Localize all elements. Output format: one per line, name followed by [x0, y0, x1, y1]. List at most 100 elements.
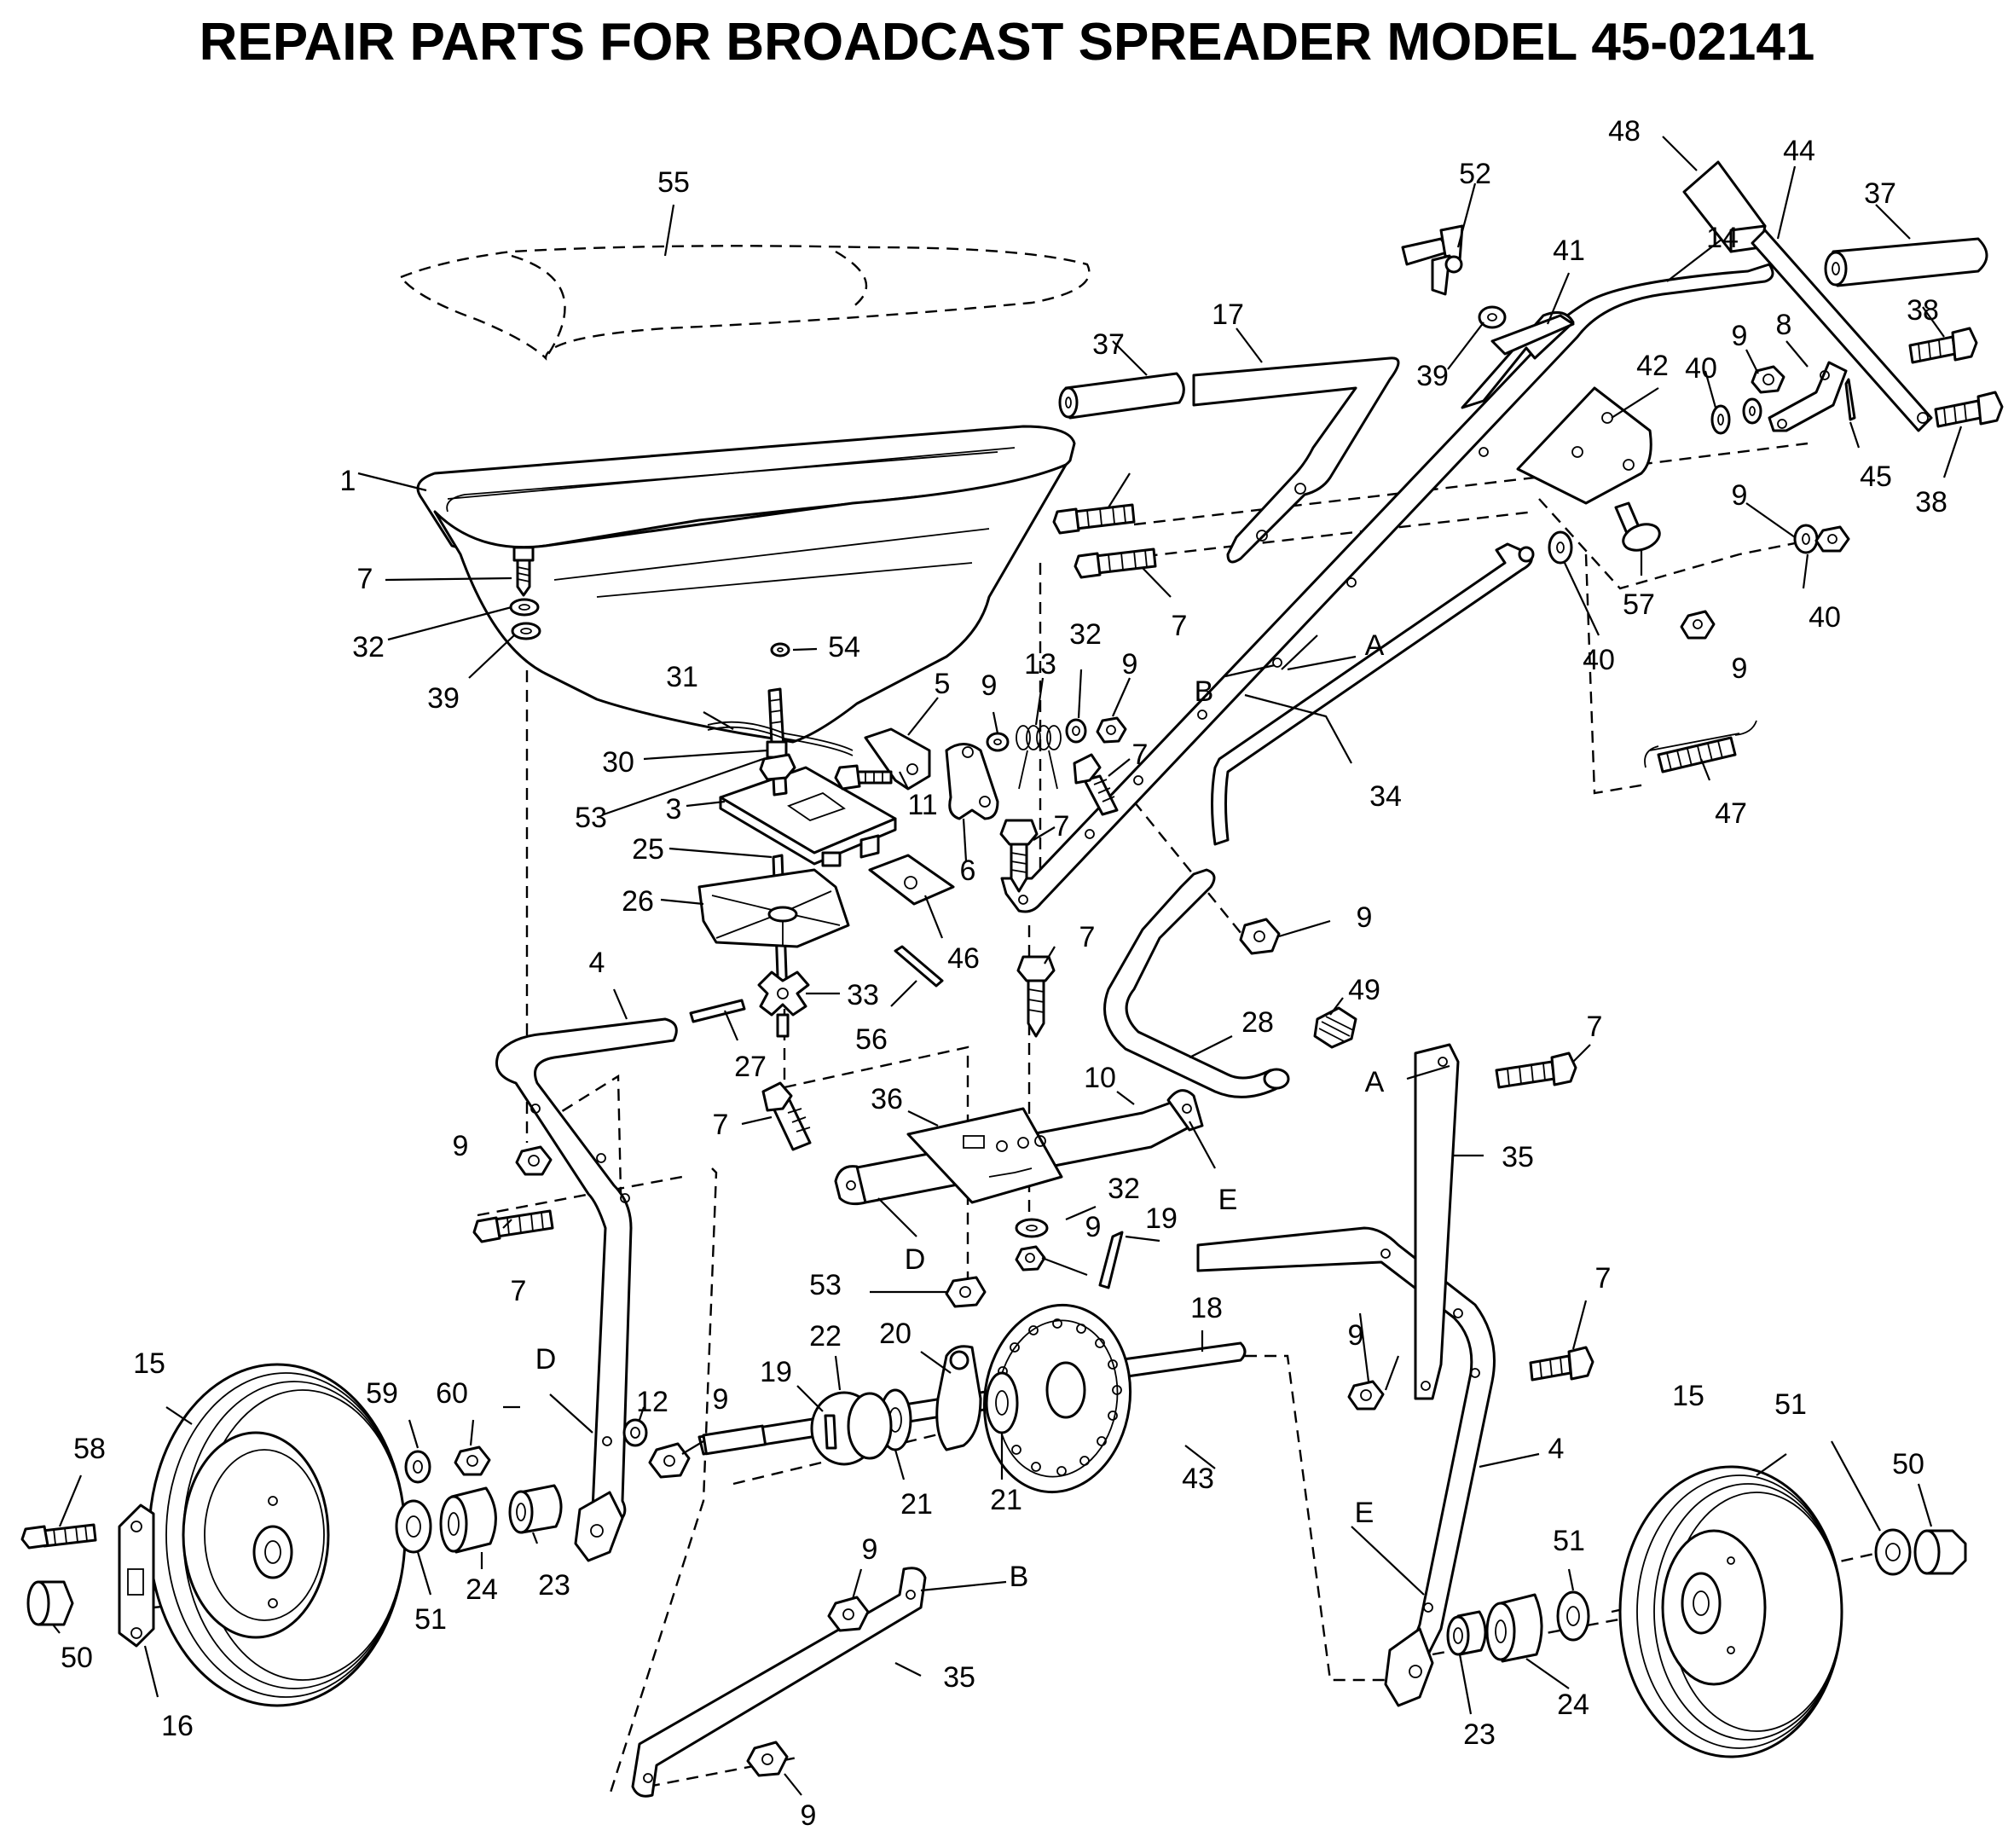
- callout-B: B: [1010, 1561, 1029, 1593]
- washer-51-left: [395, 1499, 432, 1554]
- nut-9-mid: [1680, 610, 1716, 640]
- pin-56: [894, 945, 944, 988]
- callout-39: 39: [1416, 360, 1449, 392]
- washer-32-lower: [1015, 1218, 1049, 1238]
- callout-9: 9: [1732, 479, 1748, 512]
- callout-7: 7: [1079, 921, 1096, 953]
- page-title: REPAIR PARTS FOR BROADCAST SPREADER MODE…: [199, 13, 1815, 72]
- callout-25: 25: [632, 833, 664, 866]
- callout-9: 9: [1348, 1319, 1364, 1352]
- callout-3: 3: [666, 793, 682, 826]
- callout-15: 15: [1672, 1380, 1704, 1412]
- callout-35: 35: [1502, 1141, 1534, 1173]
- callout-7: 7: [357, 563, 373, 595]
- callout-32: 32: [1108, 1173, 1140, 1205]
- pin-19-upper: [1098, 1231, 1124, 1289]
- washer-51-inner-right: [1556, 1590, 1590, 1642]
- callout-23: 23: [538, 1569, 570, 1602]
- callout-35: 35: [943, 1661, 975, 1694]
- hopper-bolt-7: [512, 546, 535, 597]
- hubcap-16: [118, 1503, 155, 1648]
- callout-39: 39: [427, 682, 460, 715]
- callout-9: 9: [1122, 648, 1138, 681]
- nut-9-strut-top: [827, 1596, 870, 1632]
- callout-40: 40: [1809, 601, 1841, 634]
- bolt-7-vertical-1: [999, 819, 1039, 893]
- callout-1: 1: [340, 465, 356, 497]
- bolt-7-upper-2: [1074, 547, 1157, 579]
- nut-9-mech: [1096, 716, 1127, 744]
- nut-60: [454, 1445, 491, 1476]
- callout-A: A: [1365, 629, 1385, 662]
- callout-50: 50: [61, 1642, 93, 1674]
- nut-9-right-leg: [1347, 1380, 1385, 1411]
- callout-41: 41: [1553, 235, 1585, 267]
- bolt-7-bar: [761, 1081, 812, 1151]
- callout-7: 7: [713, 1109, 729, 1141]
- callout-6: 6: [960, 854, 976, 887]
- callout-E: E: [1355, 1497, 1374, 1529]
- callout-14: 14: [1706, 222, 1739, 254]
- callout-37: 37: [1092, 328, 1125, 361]
- washer-40-mid: [1548, 530, 1573, 565]
- bracket-5: [864, 727, 931, 791]
- bracket-20: [935, 1345, 982, 1451]
- callout-16: 16: [161, 1710, 194, 1742]
- callout-19: 19: [1145, 1202, 1178, 1235]
- nut-9-upper: [1751, 365, 1785, 394]
- callout-9: 9: [1357, 901, 1373, 934]
- collar-21-right: [985, 1371, 1019, 1434]
- rod-28: [1103, 868, 1290, 1098]
- callout-40: 40: [1685, 352, 1717, 385]
- callout-27: 27: [734, 1051, 767, 1083]
- callout-38: 38: [1915, 486, 1947, 518]
- callout-52: 52: [1459, 158, 1491, 190]
- callout-54: 54: [828, 631, 860, 663]
- bushing-24-right: [1485, 1593, 1543, 1663]
- hopper-cover-55: [399, 245, 1091, 361]
- callout-26: 26: [622, 885, 654, 918]
- callout-34: 34: [1369, 780, 1402, 813]
- bolt-7-strut: [1495, 1051, 1577, 1089]
- callout-4: 4: [589, 947, 605, 979]
- rod-44: [1751, 229, 1933, 432]
- lever-6: [945, 743, 999, 820]
- callout-23: 23: [1463, 1718, 1496, 1751]
- bolt-7-vertical-2: [1016, 955, 1056, 1038]
- callout-59: 59: [366, 1377, 398, 1410]
- callout-37: 37: [1864, 177, 1896, 210]
- strut-35-right: [1414, 1043, 1460, 1400]
- callout-7: 7: [1172, 610, 1188, 642]
- washer-40-upper: [1710, 404, 1731, 435]
- grip-37-right: [1824, 237, 1988, 287]
- lever-rod-34: [1211, 542, 1535, 846]
- callout-47: 47: [1715, 797, 1747, 830]
- callout-55: 55: [657, 166, 690, 199]
- callout-28: 28: [1241, 1006, 1274, 1039]
- bolt-38-upper: [1908, 327, 1978, 364]
- callout-9: 9: [801, 1799, 817, 1832]
- washer-12: [622, 1418, 648, 1447]
- gear-43: [982, 1303, 1132, 1494]
- cap-50-left: [26, 1580, 74, 1626]
- callout-49: 49: [1348, 974, 1380, 1006]
- callout-45: 45: [1860, 461, 1892, 493]
- nut-9-lower: [1015, 1245, 1046, 1272]
- washer-32-mech: [1065, 718, 1087, 744]
- leg-4-right: [1196, 1226, 1496, 1707]
- nut-9-strut-bottom: [746, 1741, 789, 1777]
- washer-39-hopper: [511, 622, 541, 640]
- callout-19: 19: [760, 1356, 792, 1388]
- callout-10: 10: [1084, 1062, 1116, 1094]
- callout-18: 18: [1190, 1292, 1223, 1324]
- callout-7: 7: [511, 1275, 527, 1307]
- callout-21: 21: [900, 1488, 933, 1521]
- link-8: [1768, 361, 1848, 432]
- carriage-bolt-57: [1614, 501, 1661, 552]
- callout-22: 22: [809, 1320, 842, 1353]
- callout-9: 9: [1732, 652, 1748, 685]
- nut-49: [1313, 1006, 1357, 1049]
- callout-58: 58: [73, 1433, 106, 1465]
- bolt-7-right-leg: [1529, 1346, 1594, 1382]
- plate-42: [1516, 386, 1652, 505]
